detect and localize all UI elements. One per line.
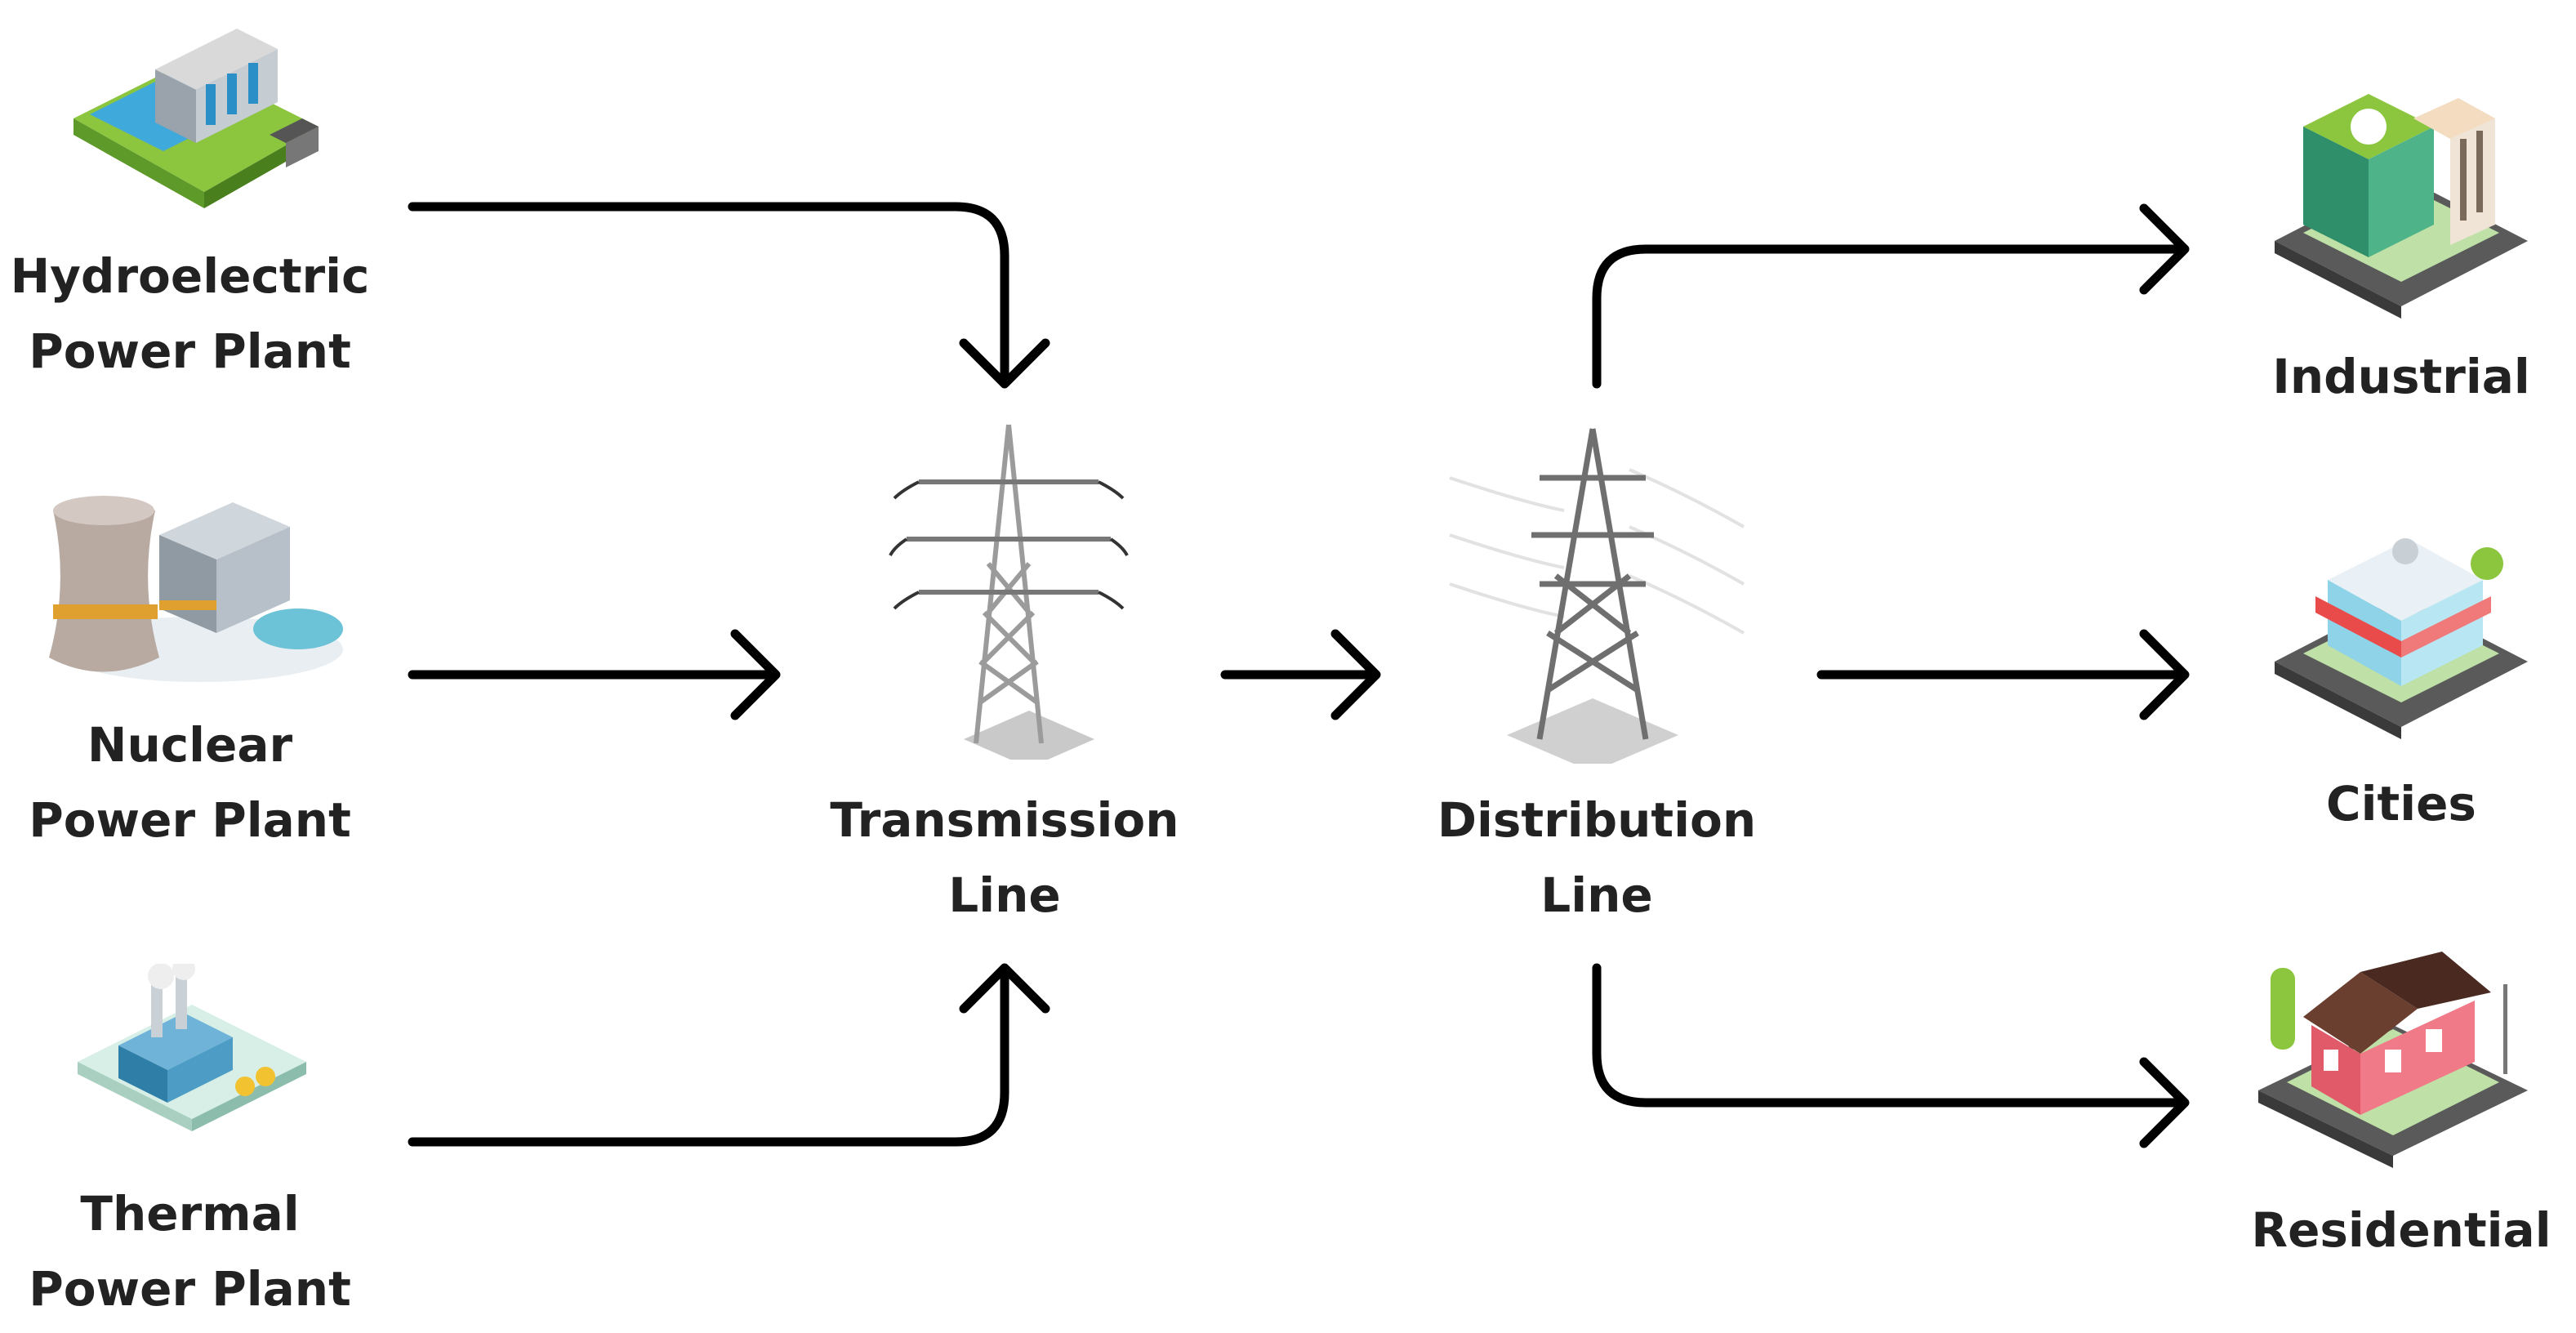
shop-building-icon [2275, 538, 2528, 739]
distribution-label: Distribution Line [1437, 792, 1757, 923]
transmission-label: Transmission Line [830, 792, 1179, 923]
arrow-distribution-to-residential [1592, 963, 2190, 1148]
thermal-plant-icon [78, 964, 306, 1131]
industrial-label: Industrial [2272, 349, 2530, 404]
hydroelectric-dam-icon [74, 29, 319, 208]
arrow-distribution-to-industrial [1592, 203, 2190, 389]
nuclear-label: Nuclear Power Plant [29, 717, 351, 848]
transmission-tower-icon [889, 424, 1129, 760]
house-icon [2258, 952, 2528, 1168]
arrow-hydro-to-transmission [408, 202, 1050, 389]
arrow-transmission-to-distribution [1220, 629, 1381, 720]
office-building-icon [2275, 94, 2528, 319]
distribution-tower-icon [1449, 428, 1745, 764]
residential-label: Residential [2251, 1202, 2551, 1258]
arrow-nuclear-to-transmission [408, 629, 781, 720]
arrow-thermal-to-transmission [408, 963, 1050, 1147]
nuclear-plant-icon [49, 496, 343, 682]
thermal-label: Thermal Power Plant [29, 1186, 351, 1317]
hydroelectric-label: Hydroelectric Power Plant [10, 248, 370, 379]
cities-label: Cities [2326, 776, 2476, 831]
arrow-distribution-to-cities [1816, 629, 2190, 720]
